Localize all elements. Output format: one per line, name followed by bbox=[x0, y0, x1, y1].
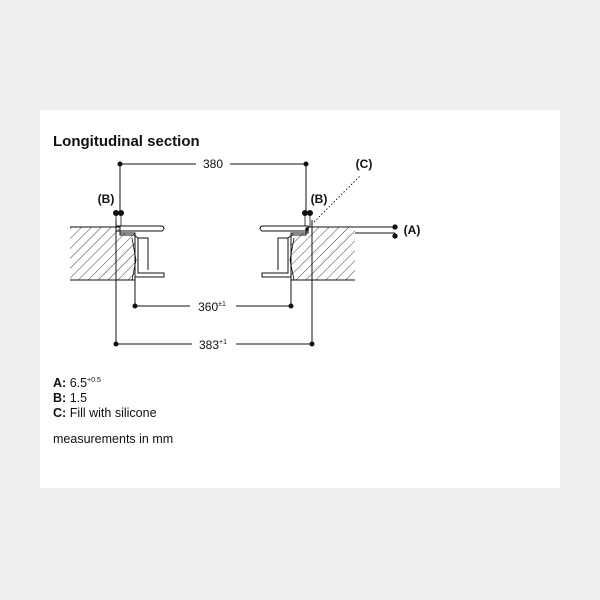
left-hob-edge bbox=[115, 225, 165, 281]
b-marker-left bbox=[113, 210, 124, 226]
dimension-380-label: 380 bbox=[203, 157, 223, 171]
diagram-panel: Longitudinal section bbox=[40, 110, 560, 488]
diagram-title: Longitudinal section bbox=[53, 133, 200, 150]
right-worktop bbox=[290, 226, 355, 281]
dimension-383 bbox=[113, 220, 315, 347]
right-hob-edge bbox=[259, 225, 309, 281]
callout-b-right: (B) bbox=[311, 192, 328, 206]
legend-row-a: A: 6.5+0.5 bbox=[53, 376, 101, 390]
legend-row-c: C: Fill with silicone bbox=[53, 406, 157, 420]
b-marker-right bbox=[302, 210, 313, 226]
dimension-380 bbox=[117, 161, 309, 213]
dimension-383-label: 383+1 bbox=[199, 338, 227, 352]
legend: A: 6.5+0.5 B: 1.5 C: Fill with silicone bbox=[53, 373, 157, 421]
legend-row-b: B: 1.5 bbox=[53, 391, 88, 405]
dimension-360 bbox=[132, 280, 294, 309]
section-drawing: 380 (B) (B) (C) (A) bbox=[70, 157, 421, 352]
silicone-fill-marker bbox=[305, 175, 361, 231]
units-note: measurements in mm bbox=[53, 432, 174, 446]
callout-b-left: (B) bbox=[98, 192, 115, 206]
callout-c: (C) bbox=[356, 157, 373, 171]
left-worktop bbox=[70, 226, 136, 281]
a-marker bbox=[355, 224, 398, 239]
callout-a: (A) bbox=[404, 223, 421, 237]
dimension-360-label: 360±1 bbox=[198, 300, 226, 314]
